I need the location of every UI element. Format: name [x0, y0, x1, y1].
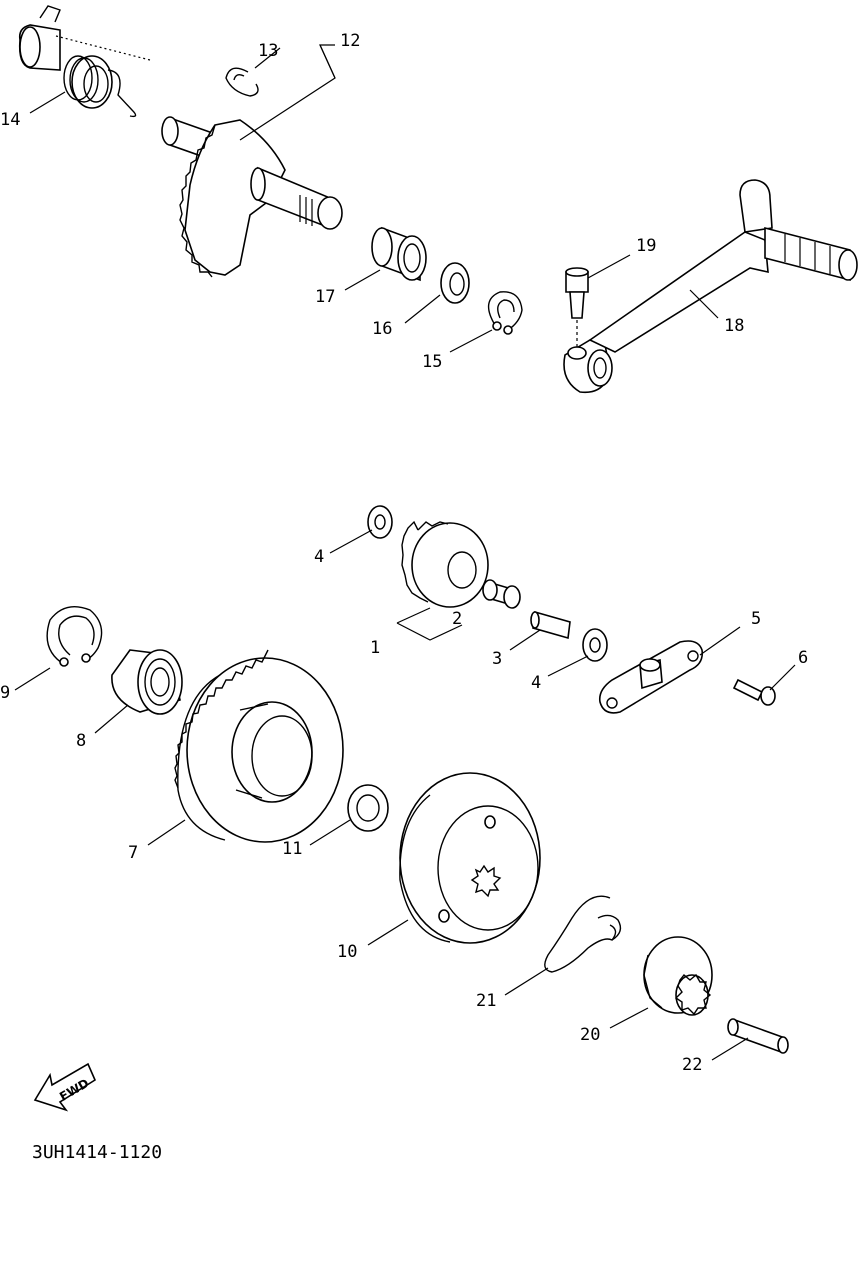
part-17-bushing — [371, 226, 427, 282]
part-3-shaft — [530, 610, 571, 640]
part-13-clip — [225, 67, 259, 97]
callout-18: 18 — [724, 316, 744, 336]
callout-14: 14 — [0, 110, 20, 130]
part-14-spring — [18, 5, 151, 118]
callout-1: 1 — [370, 638, 380, 658]
callout-9: 9 — [0, 683, 10, 703]
part-20-pinion-gear — [643, 936, 713, 1016]
part-10-clutch-housing — [399, 772, 541, 944]
callout-16: 16 — [372, 319, 392, 339]
callout-5: 5 — [751, 609, 761, 629]
callout-labels: 14 13 12 17 16 15 19 18 4 2 1 3 4 5 6 9 … — [0, 31, 808, 1075]
part-6-screw — [732, 678, 776, 706]
part-11-washer — [347, 784, 389, 832]
part-21-spring-clip — [544, 895, 622, 973]
callout-20: 20 — [580, 1025, 600, 1045]
part-12-kick-shaft — [161, 116, 343, 278]
callout-6: 6 — [798, 648, 808, 668]
diagram-code: 3UH1414-1120 — [32, 1142, 162, 1163]
part-18-kick-lever — [563, 179, 858, 394]
callout-10: 10 — [337, 942, 357, 962]
part-5-plate — [598, 640, 704, 714]
callout-21: 21 — [476, 991, 496, 1011]
part-19-bolt — [565, 267, 589, 350]
callout-11: 11 — [282, 839, 302, 859]
part-4-washer-top — [367, 505, 393, 539]
part-4-washer-lower — [582, 628, 608, 662]
part-8-bearing — [111, 649, 183, 715]
callout-12: 12 — [340, 31, 360, 51]
callout-15: 15 — [422, 352, 442, 372]
callout-19: 19 — [636, 236, 656, 256]
part-9-circlip — [46, 606, 103, 667]
part-7-large-gear — [174, 649, 344, 843]
callout-3: 3 — [492, 649, 502, 669]
leader-lines — [14, 44, 796, 1061]
part-1-idler-gear — [401, 520, 489, 608]
callout-8: 8 — [76, 731, 86, 751]
fwd-arrow-icon: FWD — [33, 1062, 97, 1112]
part-22-pin — [727, 1018, 789, 1054]
callout-13: 13 — [258, 41, 278, 61]
callout-2: 2 — [452, 609, 462, 629]
callout-17: 17 — [315, 287, 335, 307]
callout-4-top: 4 — [314, 547, 324, 567]
callout-4-lower: 4 — [531, 673, 541, 693]
part-15-circlip — [487, 291, 523, 335]
part-2-bushing — [482, 579, 521, 609]
part-16-washer — [440, 262, 470, 304]
callout-7: 7 — [128, 843, 138, 863]
callout-22: 22 — [682, 1055, 702, 1075]
